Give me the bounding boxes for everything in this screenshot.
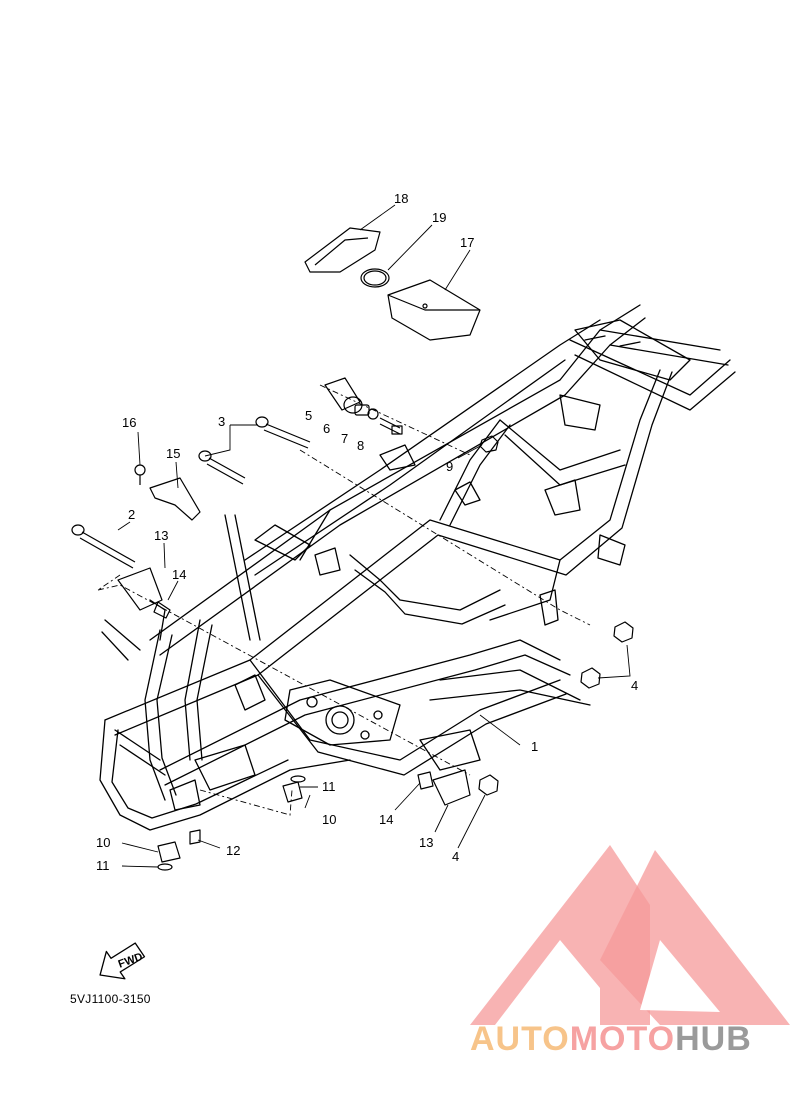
part-10-grommet-front (157, 841, 181, 863)
callout-18: 18 (394, 191, 408, 206)
part-15-bracket (149, 477, 201, 521)
part-11-clip-rear (290, 775, 306, 783)
callout-11-rear: 11 (322, 779, 336, 794)
callout-4-lower: 4 (452, 849, 459, 864)
part-17-tool-bag (387, 279, 481, 341)
callout-6: 6 (323, 421, 330, 436)
exploded-parts (71, 227, 634, 871)
callout-7: 7 (341, 431, 348, 446)
frame-drawing (99, 304, 736, 831)
callout-2: 2 (128, 507, 135, 522)
callout-labels: 18 19 17 5 6 7 8 3 16 15 9 2 13 14 4 1 1… (96, 191, 638, 873)
callout-3: 3 (218, 414, 225, 429)
callout-15: 15 (166, 446, 180, 461)
part-18-manual-pouch (304, 227, 381, 273)
part-3-long-bolts (198, 416, 311, 485)
watermark-part1: AUTO (470, 1020, 570, 1058)
part-code: 5VJ1100-3150 (70, 992, 151, 1006)
part-7-washer (367, 408, 379, 420)
watermark-part3: HUB (675, 1020, 752, 1058)
callout-17: 17 (460, 235, 474, 250)
callout-4-upper: 4 (631, 678, 638, 693)
callout-10-rear: 10 (322, 812, 336, 827)
callout-11-front: 11 (96, 858, 110, 873)
callout-9: 9 (446, 459, 453, 474)
leader-lines (117, 204, 631, 868)
callout-8: 8 (357, 438, 364, 453)
part-14-nut-front (153, 601, 171, 619)
phantom-lines (97, 384, 591, 816)
part-5-collar (324, 377, 361, 411)
part-4-nut-lower (478, 774, 499, 796)
watermark-text: AUTOMOTOHUB (470, 1020, 752, 1059)
callout-14-rear: 14 (379, 812, 393, 827)
part-4-nut-upper (613, 621, 634, 643)
callout-1: 1 (531, 739, 538, 754)
part-11-clip-front (157, 863, 173, 871)
part-10-grommet-rear (282, 781, 303, 803)
part-13-bracket-front (117, 567, 163, 611)
callout-13-front: 13 (154, 528, 168, 543)
callout-14-front: 14 (172, 567, 186, 582)
callout-12: 12 (226, 843, 240, 858)
callout-10-front: 10 (96, 835, 110, 850)
part-12-nut (189, 829, 201, 845)
part-13-bracket-rear (432, 769, 471, 806)
callout-13-rear: 13 (419, 835, 433, 850)
fwd-arrow-icon: FWD (99, 942, 146, 980)
callout-16: 16 (122, 415, 136, 430)
part-2-long-bolt (71, 524, 136, 569)
part-14-nut-rear (417, 771, 434, 790)
part-19-o-ring (360, 268, 390, 288)
callout-19: 19 (432, 210, 446, 225)
part-16-bolt (134, 464, 146, 485)
watermark-part2: MOTO (569, 1020, 676, 1058)
callout-5: 5 (305, 408, 312, 423)
